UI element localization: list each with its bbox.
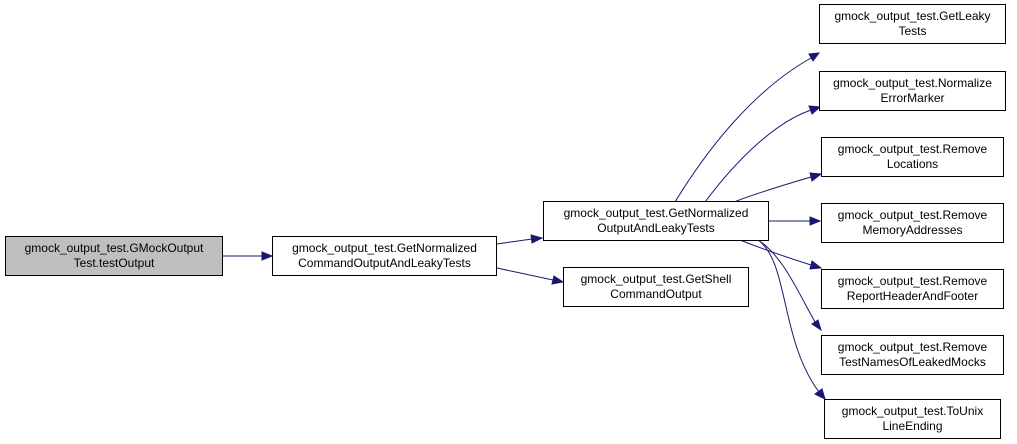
node-normalize-error-line1: gmock_output_test.Normalize	[833, 76, 992, 90]
node-get-leaky-line2: Tests	[898, 24, 926, 38]
edge-command-output-to-normalized-output	[496, 234, 544, 245]
node-to-unix-line1: gmock_output_test.ToUnix	[842, 404, 983, 418]
node-normalized-output[interactable]: gmock_output_test.GetNormalized OutputAn…	[543, 201, 769, 241]
node-command-output-line1: gmock_output_test.GetNormalized	[292, 241, 477, 255]
node-normalize-error[interactable]: gmock_output_test.Normalize ErrorMarker	[819, 71, 1006, 111]
node-remove-locations-line2: Locations	[887, 157, 938, 171]
node-shell-output-line1: gmock_output_test.GetShell	[581, 272, 732, 286]
node-remove-report[interactable]: gmock_output_test.Remove ReportHeaderAnd…	[821, 269, 1004, 309]
node-to-unix-line2: LineEnding	[882, 419, 942, 433]
node-remove-report-line2: ReportHeaderAndFooter	[847, 289, 978, 303]
node-remove-locations-line1: gmock_output_test.Remove	[838, 142, 988, 156]
node-remove-locations[interactable]: gmock_output_test.Remove Locations	[821, 137, 1004, 177]
edges	[222, 52, 826, 400]
node-normalized-output-line2: OutputAndLeakyTests	[597, 221, 714, 235]
node-shell-output[interactable]: gmock_output_test.GetShell CommandOutput	[563, 267, 749, 307]
edge-normalized-output-to-get-leaky	[674, 52, 821, 203]
node-normalized-output-line1: gmock_output_test.GetNormalized	[564, 206, 749, 220]
node-root-line2: Test.testOutput	[74, 256, 155, 270]
edge-normalized-output-to-remove-memory	[769, 216, 822, 226]
node-command-output[interactable]: gmock_output_test.GetNormalized CommandO…	[272, 236, 497, 276]
edge-normalized-output-to-remove-testnames	[757, 239, 822, 332]
node-to-unix[interactable]: gmock_output_test.ToUnix LineEnding	[824, 399, 1001, 439]
edge-command-output-to-shell-output	[496, 267, 565, 285]
edge-normalized-output-to-to-unix	[757, 239, 826, 400]
node-normalize-error-line2: ErrorMarker	[880, 91, 944, 105]
node-remove-report-line1: gmock_output_test.Remove	[838, 274, 988, 288]
node-root[interactable]: gmock_output_test.GMockOutput Test.testO…	[5, 236, 223, 276]
node-remove-testnames-line1: gmock_output_test.Remove	[838, 340, 988, 354]
edge-root-to-command-output	[222, 251, 274, 261]
node-remove-memory[interactable]: gmock_output_test.Remove MemoryAddresses	[821, 203, 1004, 243]
node-remove-memory-line1: gmock_output_test.Remove	[838, 208, 988, 222]
edge-normalized-output-to-remove-report	[739, 239, 823, 270]
node-get-leaky-line1: gmock_output_test.GetLeaky	[834, 9, 990, 23]
node-remove-testnames[interactable]: gmock_output_test.Remove TestNamesOfLeak…	[821, 335, 1004, 375]
edge-normalized-output-to-remove-locations	[733, 172, 823, 203]
node-get-leaky[interactable]: gmock_output_test.GetLeaky Tests	[819, 4, 1006, 44]
node-remove-testnames-line2: TestNamesOfLeakedMocks	[839, 355, 986, 369]
node-root-line1: gmock_output_test.GMockOutput	[25, 241, 204, 255]
edge-normalized-output-to-normalize-error	[704, 105, 822, 203]
node-command-output-line2: CommandOutputAndLeakyTests	[298, 256, 471, 270]
node-shell-output-line2: CommandOutput	[610, 287, 702, 301]
node-remove-memory-line2: MemoryAddresses	[862, 223, 962, 237]
